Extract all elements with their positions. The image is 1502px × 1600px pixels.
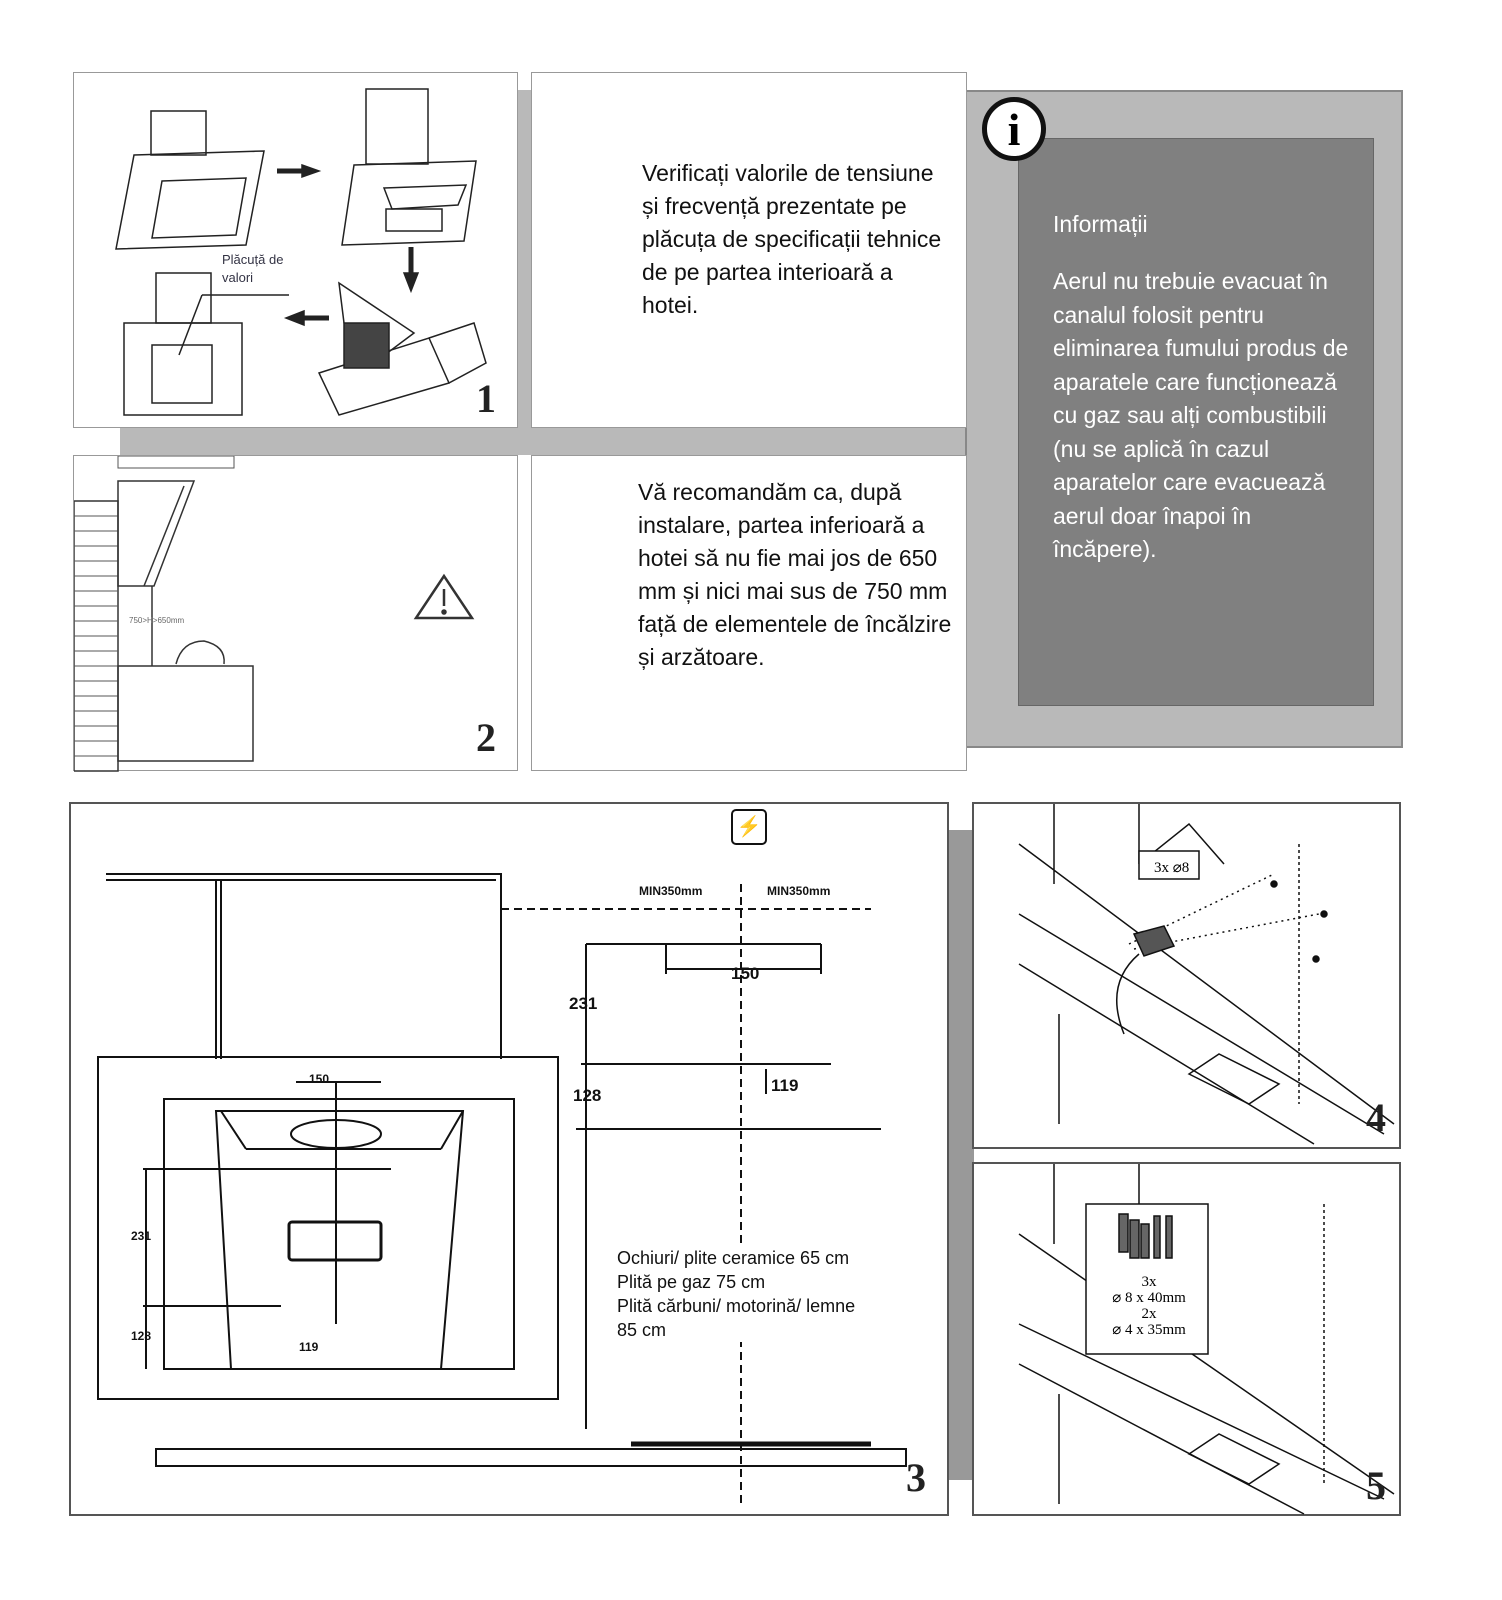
rating-plate-label: Plăcuță de valori (222, 252, 284, 285)
note-solid-fuel: Plită cărbuni/ motorină/ lemne (617, 1296, 856, 1316)
info-title: Informații (1053, 211, 1148, 237)
drilling-illustration (1018, 804, 1395, 1145)
info-icon: i (982, 97, 1046, 161)
info-body: Aerul nu trebuie evacuat în canalul folo… (1053, 268, 1349, 562)
hood-dim-150: 150 (309, 1072, 330, 1086)
installation-height-illustration (74, 456, 475, 772)
divider (946, 830, 974, 1480)
height-range-label: 750>H>650mm (129, 616, 185, 625)
panel-text-2: Vă recomandăm ca, după instalare, partea… (531, 455, 967, 771)
note-gas: Plită pe gaz 75 cm (617, 1272, 766, 1292)
min-right-label: MIN350mm (767, 884, 831, 898)
electrical-icon: ⚡ (731, 809, 767, 845)
qty-screws: 2x (1141, 1306, 1157, 1322)
hood-filter-illustration (115, 88, 487, 416)
dim-119: 119 (771, 1076, 799, 1095)
step-number: 1 (476, 376, 496, 421)
dim-150: 150 (731, 964, 760, 983)
note-ceramic: Ochiuri/ plite ceramice 65 cm (617, 1248, 850, 1268)
screw-specs: 3x ⌀ 8 x 40mm 2x ⌀ 4 x 35mm (1094, 1274, 1204, 1338)
hood-dim-128: 128 (131, 1329, 152, 1343)
hood-dim-231: 231 (131, 1229, 152, 1243)
screws-illustration (1018, 1164, 1395, 1515)
step-number: 2 (476, 715, 496, 760)
mounting-dimensions-diagram (97, 873, 907, 1504)
height-recommendation: Vă recomandăm ca, după instalare, partea… (638, 479, 952, 670)
size-dowels: ⌀ 8 x 40mm (1112, 1290, 1186, 1306)
panel-step-1: Plăcuță de valori 1 (73, 72, 518, 428)
min-left-label: MIN350mm (639, 884, 703, 898)
panel-step-3: ⚡ MIN350mm MIN350mm 150 231 128 119 150 … (69, 802, 949, 1516)
warning-icon (413, 573, 475, 620)
drill-label: 3x ⌀8 (1154, 860, 1190, 876)
qty-dowels: 3x (1141, 1274, 1157, 1290)
panel-step-2: 750>H>650mm 2 (73, 455, 518, 772)
voltage-instruction: Verificați valorile de tensiune și frecv… (642, 160, 942, 318)
panel-text-1: Verificați valorile de tensiune și frecv… (531, 72, 967, 428)
panel-step-4: 3x ⌀8 4 (972, 802, 1401, 1149)
panel-step-5: 3x ⌀ 8 x 40mm 2x ⌀ 4 x 35mm 5 (972, 1162, 1401, 1516)
dim-231: 231 (569, 994, 598, 1013)
size-screws: ⌀ 4 x 35mm (1112, 1322, 1186, 1338)
step-number: 3 (906, 1455, 926, 1500)
hood-dim-119: 119 (299, 1340, 319, 1354)
step-number: 4 (1366, 1095, 1386, 1140)
dim-128: 128 (573, 1086, 602, 1105)
step-number: 5 (1366, 1463, 1386, 1508)
hob-distance-notes: Ochiuri/ plite ceramice 65 cm Plită pe g… (617, 1246, 856, 1342)
info-box (1018, 138, 1374, 706)
note-solid-fuel-distance: 85 cm (617, 1320, 667, 1340)
